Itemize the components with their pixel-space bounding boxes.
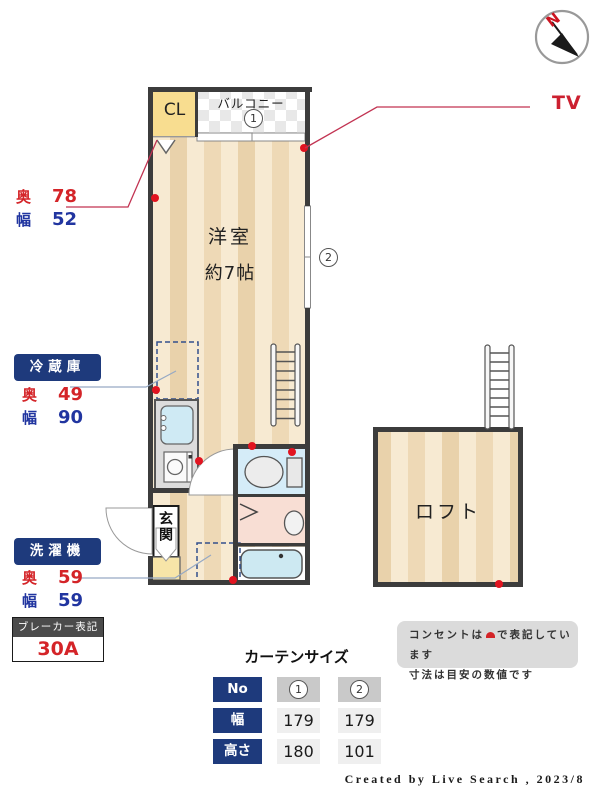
note-line1: コンセントはで表記しています: [409, 625, 578, 665]
fridge-leader-line: [70, 370, 177, 388]
toilet-room: [236, 447, 305, 496]
window2-marker: 2: [350, 680, 369, 699]
closet-area: [152, 90, 197, 155]
fridge-width-row: 幅 90: [22, 407, 83, 430]
washer-depth-row: 奥 59: [22, 567, 83, 590]
entrance-door-arc: [105, 507, 153, 555]
closet-depth-row: 奥 78: [16, 186, 77, 209]
closet-dimensions: 奥 78 幅 52: [16, 186, 77, 232]
entrance-label: 玄関: [157, 511, 173, 543]
height-value-2: 101: [338, 739, 381, 764]
fridge-dimensions: 奥 49 幅 90: [22, 384, 83, 430]
washroom-sink: [283, 510, 305, 536]
closet-label: CL: [163, 100, 186, 120]
width-value: 59: [58, 590, 84, 611]
fridge-badge: 冷蔵庫: [14, 354, 101, 381]
depth-label: 奥: [22, 569, 38, 587]
closet-width-row: 幅 52: [16, 209, 77, 232]
tv-leader-line: [304, 106, 530, 149]
depth-label: 奥: [22, 386, 38, 404]
compass: [534, 9, 590, 65]
curtain-row-width: 幅 179 179: [213, 708, 381, 733]
fridge-space: [156, 341, 199, 400]
washer-width-row: 幅 59: [22, 590, 83, 613]
outlet-dot-icon: [486, 632, 495, 638]
width-value: 90: [58, 407, 84, 428]
depth-value: 78: [52, 186, 78, 207]
row-header: 高さ: [213, 739, 262, 764]
interior-walls: [195, 90, 310, 585]
width-label: 幅: [22, 409, 38, 427]
closet-leader-line: [66, 139, 158, 208]
fridge-depth-row: 奥 49: [22, 384, 83, 407]
washer-badge: 洗濯機: [14, 538, 101, 565]
washer-dimensions: 奥 59 幅 59: [22, 567, 83, 613]
row-header: 幅: [213, 708, 262, 733]
closet-door-mark: [156, 139, 176, 155]
width-value-1: 179: [277, 708, 320, 733]
bathroom: [238, 547, 305, 580]
row-header: No: [213, 677, 262, 702]
room-size-label: 約7帖: [204, 263, 256, 284]
kitchen-sink: [160, 405, 194, 445]
loft-label: ロフト: [414, 501, 481, 523]
loft-ladder: [484, 344, 515, 430]
washer-leader-line: [76, 554, 212, 579]
entrance-area: [105, 505, 181, 581]
window1-marker: 1: [289, 680, 308, 699]
balcony-label: バルコニー: [217, 96, 285, 111]
balcony-window: [196, 132, 306, 142]
kitchen-stove: [163, 451, 193, 483]
entrance-door-leaf: [155, 527, 177, 562]
depth-label: 奥: [16, 188, 32, 206]
tv-label: TV: [552, 92, 582, 114]
kitchen-unit: [153, 399, 199, 493]
note-line1-suffix: で表記しています: [409, 629, 572, 661]
note-line1-prefix: コンセントは: [409, 629, 484, 641]
note-box: コンセントはで表記しています 寸法は目安の数値です: [397, 621, 578, 681]
depth-value: 49: [58, 384, 84, 405]
outlet-dots: [151, 144, 503, 588]
width-label: 幅: [16, 211, 32, 229]
curtain-col2-header: 2: [338, 677, 381, 702]
curtain-col1-header: 1: [277, 677, 320, 702]
height-value-1: 180: [277, 739, 320, 764]
side-window: [304, 205, 311, 309]
curtain-row-no: No 1 2: [213, 677, 381, 702]
breaker-title: ブレーカー表記: [13, 618, 103, 637]
credit-text: Created by Live Search , 2023/8: [344, 772, 585, 786]
washroom: [236, 497, 305, 545]
folding-door-mark: [239, 503, 259, 521]
room-name-label: 洋室: [207, 226, 252, 248]
leader-lines: [66, 106, 530, 579]
width-label: 幅: [22, 592, 38, 610]
note-line2: 寸法は目安の数値です: [409, 669, 534, 681]
curtain-table-title: カーテンサイズ: [244, 648, 349, 666]
depth-value: 59: [58, 567, 84, 588]
window2-marker: 2: [319, 248, 338, 267]
toilet-bowl: [244, 455, 284, 489]
width-value-2: 179: [338, 708, 381, 733]
compass-needle-head: [551, 33, 579, 57]
bathtub: [240, 549, 303, 579]
breaker-box: ブレーカー表記 30A: [12, 617, 104, 662]
toilet-tank: [286, 457, 303, 488]
curtain-row-height: 高さ 180 101: [213, 739, 381, 764]
room-ladder: [270, 343, 301, 427]
loft-area: [373, 427, 523, 587]
breaker-value: 30A: [37, 638, 79, 660]
window1-marker: 1: [244, 109, 263, 128]
curtain-table: No 1 2 幅 179 179 高さ 180 101: [213, 677, 381, 770]
width-value: 52: [52, 209, 78, 230]
